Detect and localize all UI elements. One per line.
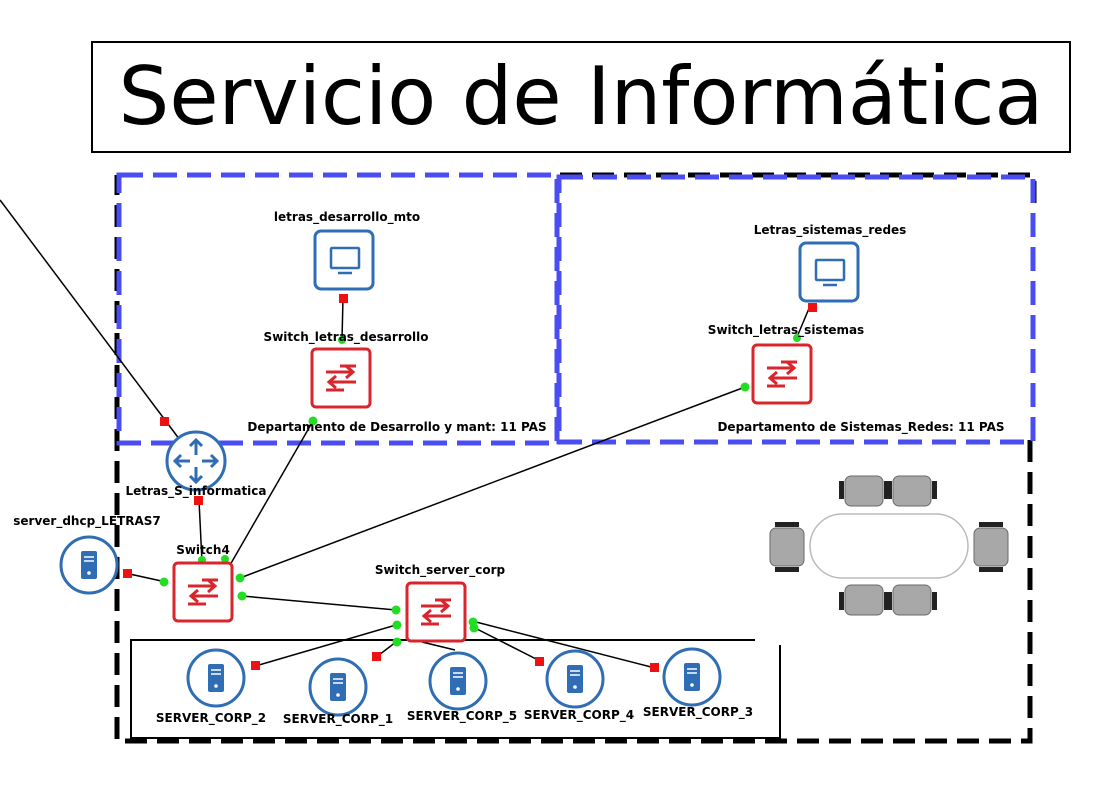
switch-icon[interactable] — [751, 343, 813, 405]
port-up-marker — [338, 336, 346, 344]
link-corp-server4[interactable] — [472, 626, 543, 663]
link-external[interactable] — [0, 199, 181, 441]
links — [0, 199, 811, 669]
port-up-marker — [793, 334, 801, 342]
port-markers — [123, 294, 817, 672]
link-switch4-servercorp[interactable] — [241, 595, 397, 611]
port-up-marker — [237, 591, 247, 601]
link-sistemas-switch4[interactable] — [239, 386, 746, 579]
port-down-marker — [339, 294, 348, 303]
link-router-switch4[interactable] — [198, 499, 203, 563]
port-up-marker — [740, 382, 750, 392]
link-pc-desarrollo-switch[interactable] — [341, 297, 344, 341]
label-switch-server-corp: Switch_server_corp — [375, 563, 506, 578]
server-icon[interactable] — [59, 535, 119, 595]
title-box: Servicio de Informática — [91, 41, 1071, 153]
server-icon[interactable] — [545, 649, 605, 709]
port-up-marker — [221, 555, 229, 563]
label-dept-desarrollo: Departamento de Desarrollo y mant: 11 PA… — [247, 420, 546, 434]
label-server-corp-2: SERVER_CORP_2 — [156, 711, 266, 726]
label-switch4: Switch4 — [176, 543, 230, 557]
label-server-corp-4: SERVER_CORP_4 — [524, 708, 634, 723]
port-down-marker — [160, 417, 169, 426]
server-icon[interactable] — [308, 657, 368, 717]
port-up-marker — [159, 577, 169, 587]
label-router: Letras_S_informatica — [125, 484, 266, 499]
switch-icon[interactable] — [310, 347, 372, 409]
label-server-corp-3: SERVER_CORP_3 — [643, 705, 753, 720]
server-icon[interactable] — [428, 651, 488, 711]
label-server-dhcp: server_dhcp_LETRAS7 — [13, 514, 160, 529]
port-down-marker — [535, 657, 544, 666]
pc-icon[interactable] — [313, 229, 375, 291]
server-icon[interactable] — [186, 648, 246, 708]
pc-icon[interactable] — [798, 241, 860, 303]
office-zone-border — [114, 175, 1033, 744]
label-switch-letras-sistemas: Switch_letras_sistemas — [708, 323, 864, 338]
label-letras-sistemas-redes: Letras_sistemas_redes — [754, 223, 907, 238]
meeting-table-icon — [769, 475, 1009, 616]
port-down-marker — [650, 663, 659, 672]
port-down-marker — [251, 661, 260, 670]
label-switch-letras-desarrollo: Switch_letras_desarrollo — [264, 330, 429, 345]
link-corp-server2[interactable] — [251, 624, 397, 668]
switch-icon[interactable] — [405, 581, 467, 643]
port-up-marker — [392, 620, 402, 630]
router-icon[interactable] — [165, 430, 227, 492]
port-up-marker — [469, 623, 479, 633]
zone-desarrollo — [116, 172, 560, 446]
switch-icon[interactable] — [172, 561, 234, 623]
server-zone — [130, 639, 781, 739]
port-down-marker — [194, 496, 203, 505]
server-icon[interactable] — [662, 647, 722, 707]
link-corp-server3[interactable] — [475, 621, 656, 669]
zones — [114, 172, 1037, 744]
port-down-marker — [808, 303, 817, 312]
label-dept-sistemas: Departamento de Sistemas_Redes: 11 PAS — [717, 420, 1004, 435]
labels: letras_desarrollo_mto Switch_letras_desa… — [13, 210, 1004, 727]
link-desarrollo-switch4[interactable] — [225, 420, 314, 573]
port-down-marker — [372, 652, 381, 661]
zone-sistemas — [556, 174, 1036, 445]
link-corp-server5[interactable] — [421, 641, 456, 651]
label-server-corp-1: SERVER_CORP_1 — [283, 712, 393, 727]
port-down-marker — [123, 569, 132, 578]
page-title: Servicio de Informática — [118, 50, 1044, 143]
link-pc-sistemas-switch[interactable] — [796, 305, 811, 338]
port-up-marker — [391, 605, 401, 615]
port-up-marker — [392, 637, 402, 647]
label-server-corp-5: SERVER_CORP_5 — [407, 709, 517, 724]
port-up-marker — [308, 416, 318, 426]
label-letras-desarrollo-mto: letras_desarrollo_mto — [274, 210, 420, 225]
port-up-marker — [235, 573, 245, 583]
